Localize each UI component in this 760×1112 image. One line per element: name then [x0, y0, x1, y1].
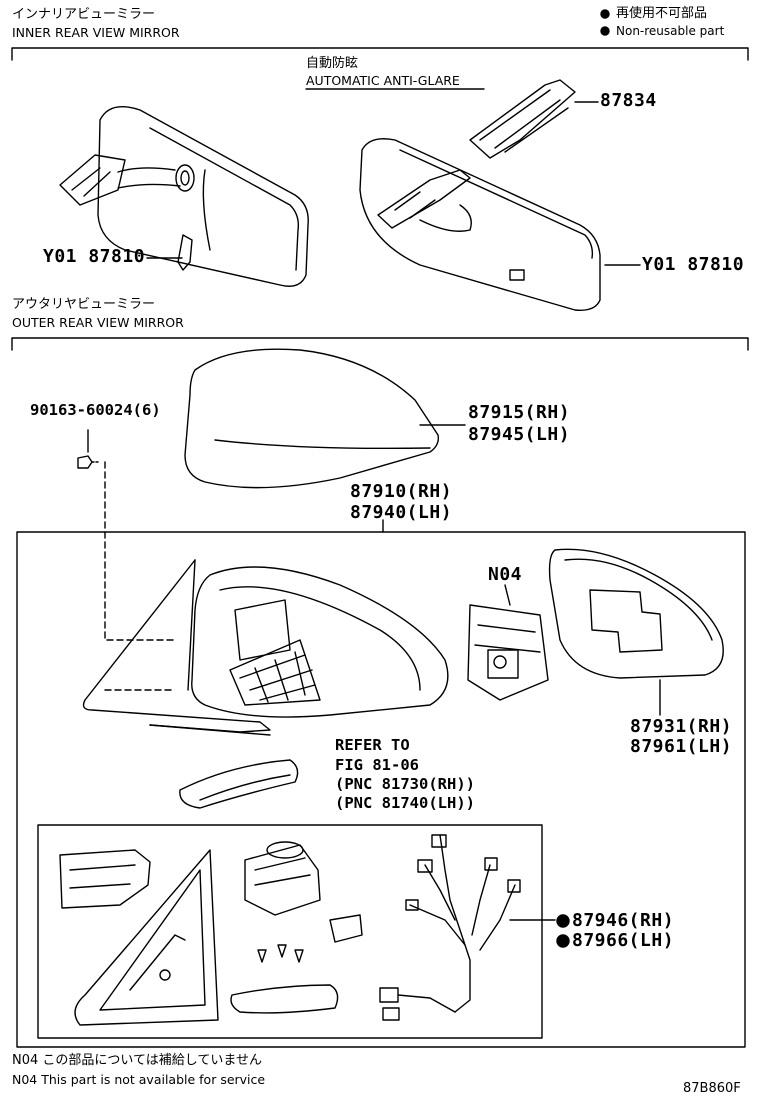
part-87834[interactable]: 87834 — [600, 90, 657, 111]
harness-dot-rh — [556, 914, 570, 928]
anti-glare-jp: 自動防眩 — [306, 56, 359, 71]
part-assy-lh[interactable]: 87940(LH) — [350, 502, 453, 523]
outer-title-jp: アウタリヤビューミラー — [12, 297, 156, 312]
inner-title-jp: インナリアビューミラー — [12, 7, 156, 22]
mirror-glass-shape — [548, 548, 724, 679]
figure-code: 87B860F — [683, 1081, 741, 1096]
assembly-box — [16, 531, 746, 1048]
part-glass-lh[interactable]: 87961(LH) — [630, 736, 733, 757]
inner-mirror-anti-glare — [359, 79, 601, 311]
actuator-shape — [467, 604, 549, 701]
mirror-housing-shape — [191, 566, 449, 718]
mirror-base-shape — [82, 559, 271, 736]
bolt-dashed-leader — [104, 461, 176, 641]
inner-title-en: INNER REAR VIEW MIRROR — [12, 25, 180, 40]
outer-title-en: OUTER REAR VIEW MIRROR — [12, 315, 184, 330]
part-87810-right[interactable]: Y01 87810 — [642, 254, 745, 275]
sub-parts-box — [37, 824, 543, 1039]
part-bolt[interactable]: 90163-60024(6) — [30, 401, 161, 419]
leader-n04 — [504, 584, 511, 606]
inner-section-bracket — [11, 47, 749, 61]
legend-jp: 再使用不可部品 — [616, 6, 708, 21]
sub-parts-shapes — [59, 834, 521, 1026]
outer-section-bracket — [11, 337, 749, 351]
footnote-jp: N04 この部品については補給していません — [12, 1053, 262, 1068]
part-glass-rh[interactable]: 87931(RH) — [630, 716, 733, 737]
legend-en: Non-reusable part — [616, 24, 725, 38]
anti-glare-en: AUTOMATIC ANTI-GLARE — [306, 73, 460, 88]
refer-line-1: REFER TO — [335, 736, 410, 754]
inner-mirror-standard — [59, 106, 309, 287]
refer-line-2[interactable]: FIG 81-06 — [335, 756, 419, 774]
bolt-shape — [77, 429, 101, 469]
mirror-cover-shape — [184, 348, 440, 489]
legend-dot-2 — [600, 26, 610, 36]
part-cover-rh[interactable]: 87915(RH) — [468, 402, 571, 423]
part-cover-lh[interactable]: 87945(LH) — [468, 424, 571, 445]
part-87810-left[interactable]: Y01 87810 — [43, 246, 146, 267]
legend-dot-1 — [600, 9, 610, 19]
refer-line-3[interactable]: (PNC 81730(RH)) — [335, 775, 475, 793]
part-n04[interactable]: N04 — [488, 564, 523, 585]
harness-dot-lh — [556, 934, 570, 948]
part-assy-rh[interactable]: 87910(RH) — [350, 481, 453, 502]
footnote-en: N04 This part is not available for servi… — [12, 1072, 266, 1087]
part-wire-rh[interactable]: 87946(RH) — [572, 910, 675, 931]
part-wire-lh[interactable]: 87966(LH) — [572, 930, 675, 951]
turn-signal-shape — [179, 759, 299, 809]
refer-line-4[interactable]: (PNC 81740(LH)) — [335, 794, 475, 812]
